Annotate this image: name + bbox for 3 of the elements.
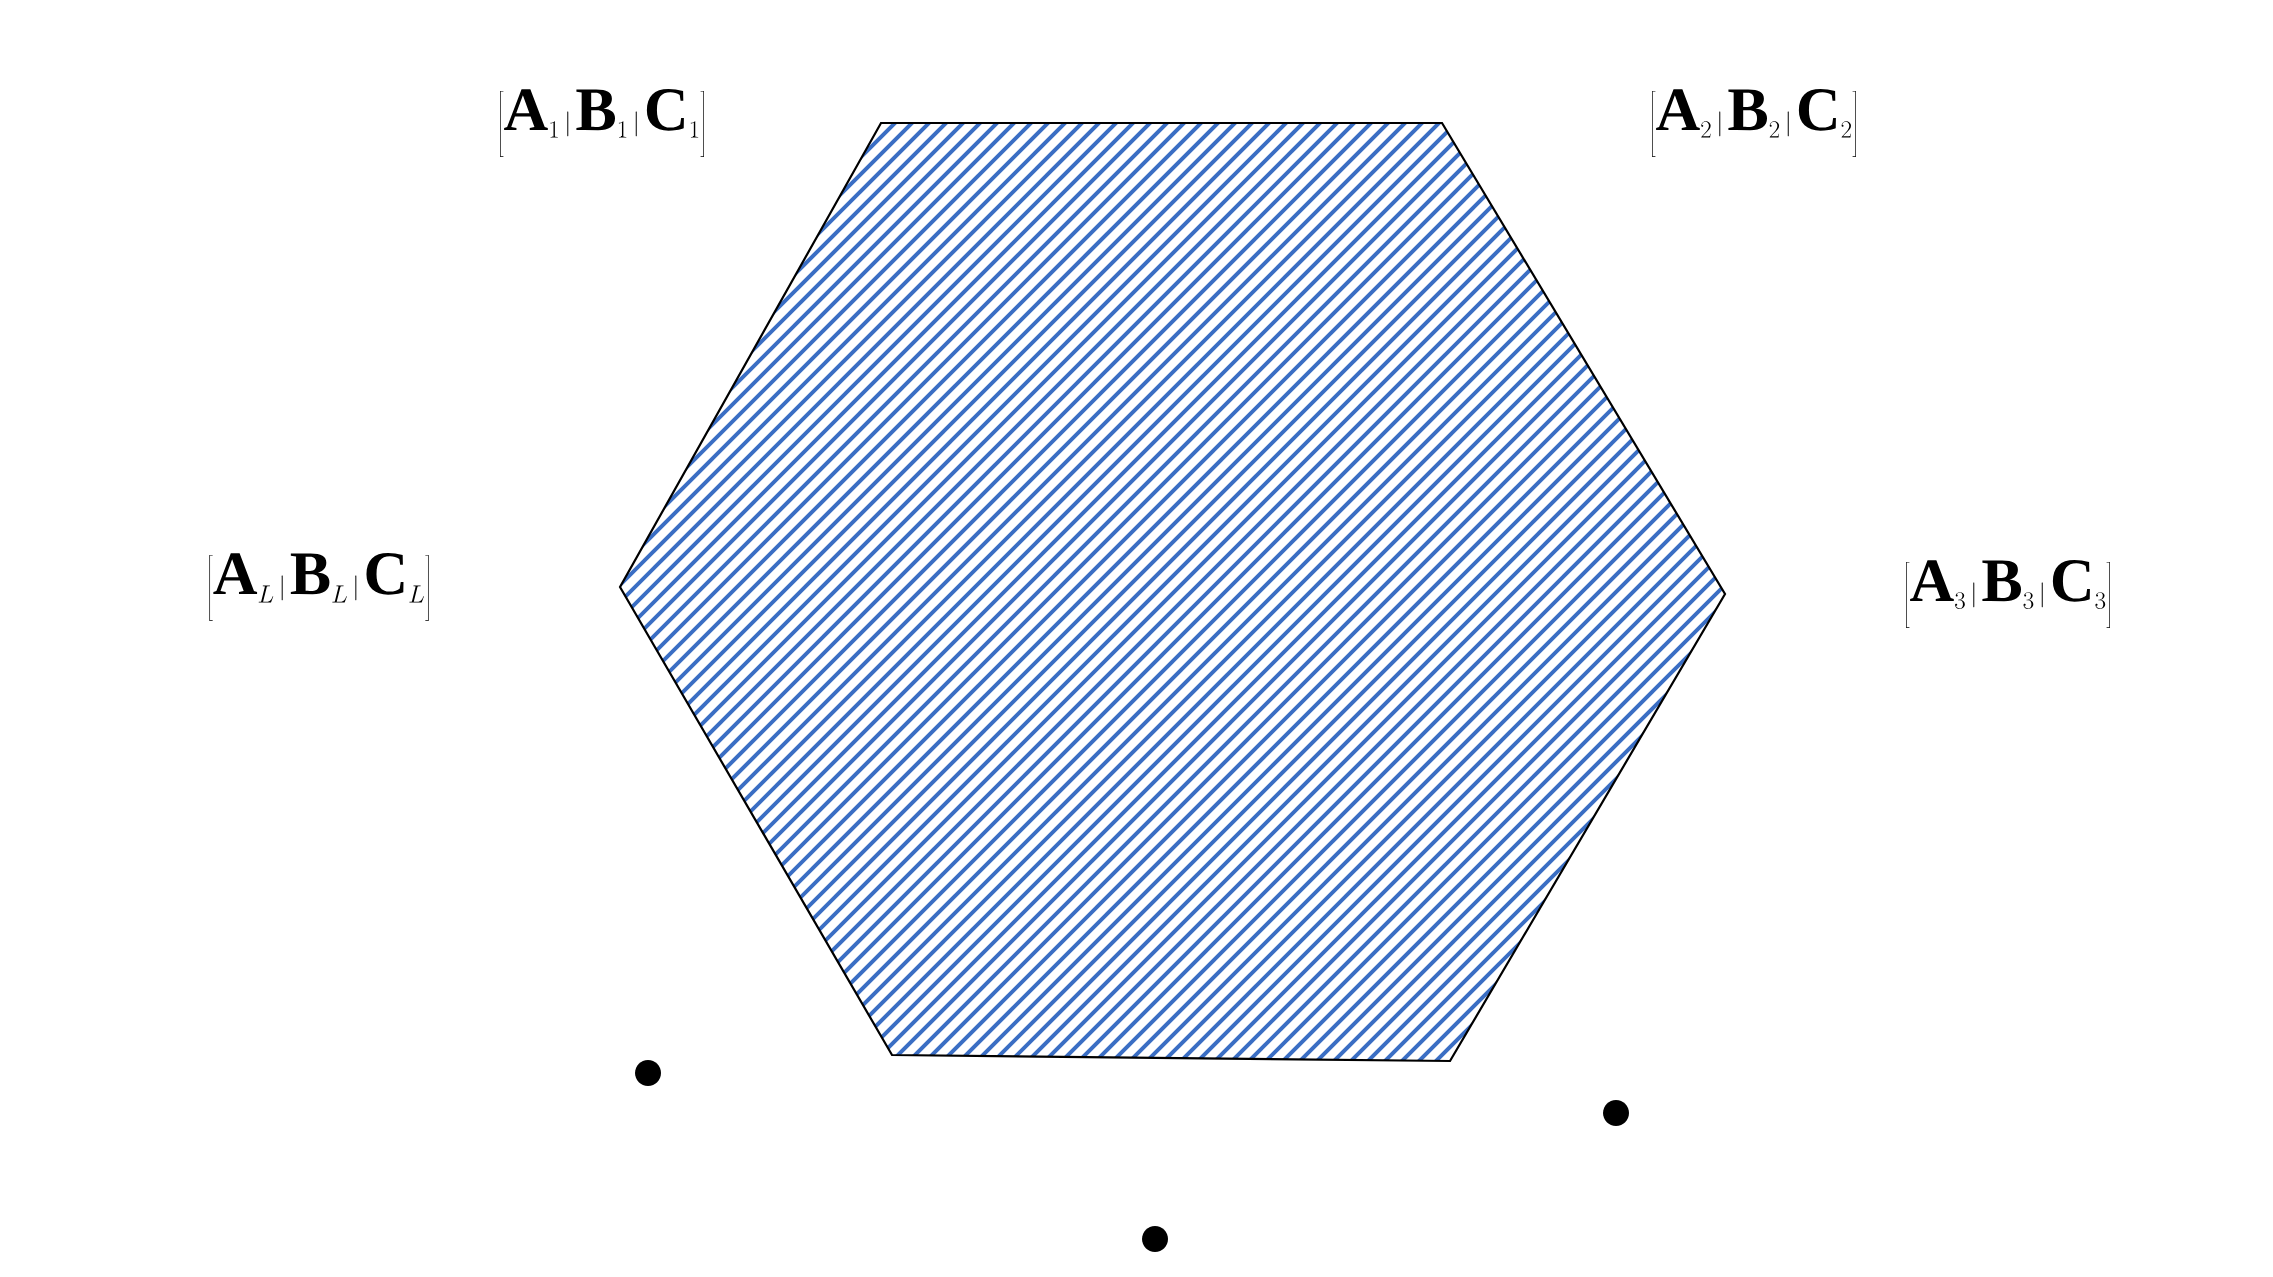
- vertex-label: $\left[\mathbf{A}_L\,|\,\mathbf{B}_L\,|\,\mathbf{C}_L\right]$: [209, 553, 429, 621]
- vertex-label: $\left[\mathbf{A}_1\,|\,\mathbf{B}_1\,|\,\mathbf{C}_1\right]$: [500, 89, 704, 157]
- vertex-label: $\left[\mathbf{A}_2\,|\,\mathbf{B}_2\,|\,\mathbf{C}_2\right]$: [1652, 89, 1856, 157]
